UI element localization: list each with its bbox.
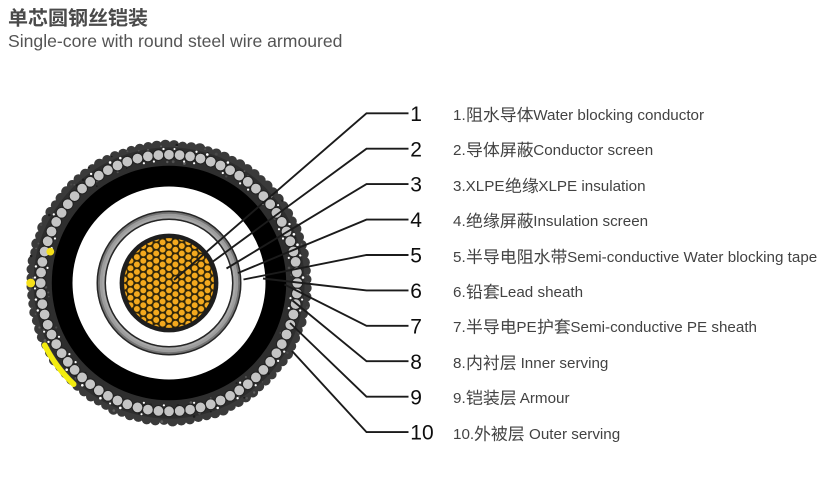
svg-text:5: 5 bbox=[410, 245, 422, 268]
svg-text:10: 10 bbox=[410, 422, 433, 445]
svg-text:6: 6 bbox=[410, 280, 422, 303]
svg-text:1: 1 bbox=[410, 103, 422, 126]
svg-text:8: 8 bbox=[410, 351, 422, 374]
svg-text:9: 9 bbox=[410, 386, 422, 409]
svg-text:2: 2 bbox=[410, 138, 422, 161]
svg-text:3: 3 bbox=[410, 174, 422, 197]
svg-text:4: 4 bbox=[410, 209, 422, 232]
svg-text:7: 7 bbox=[410, 315, 422, 338]
